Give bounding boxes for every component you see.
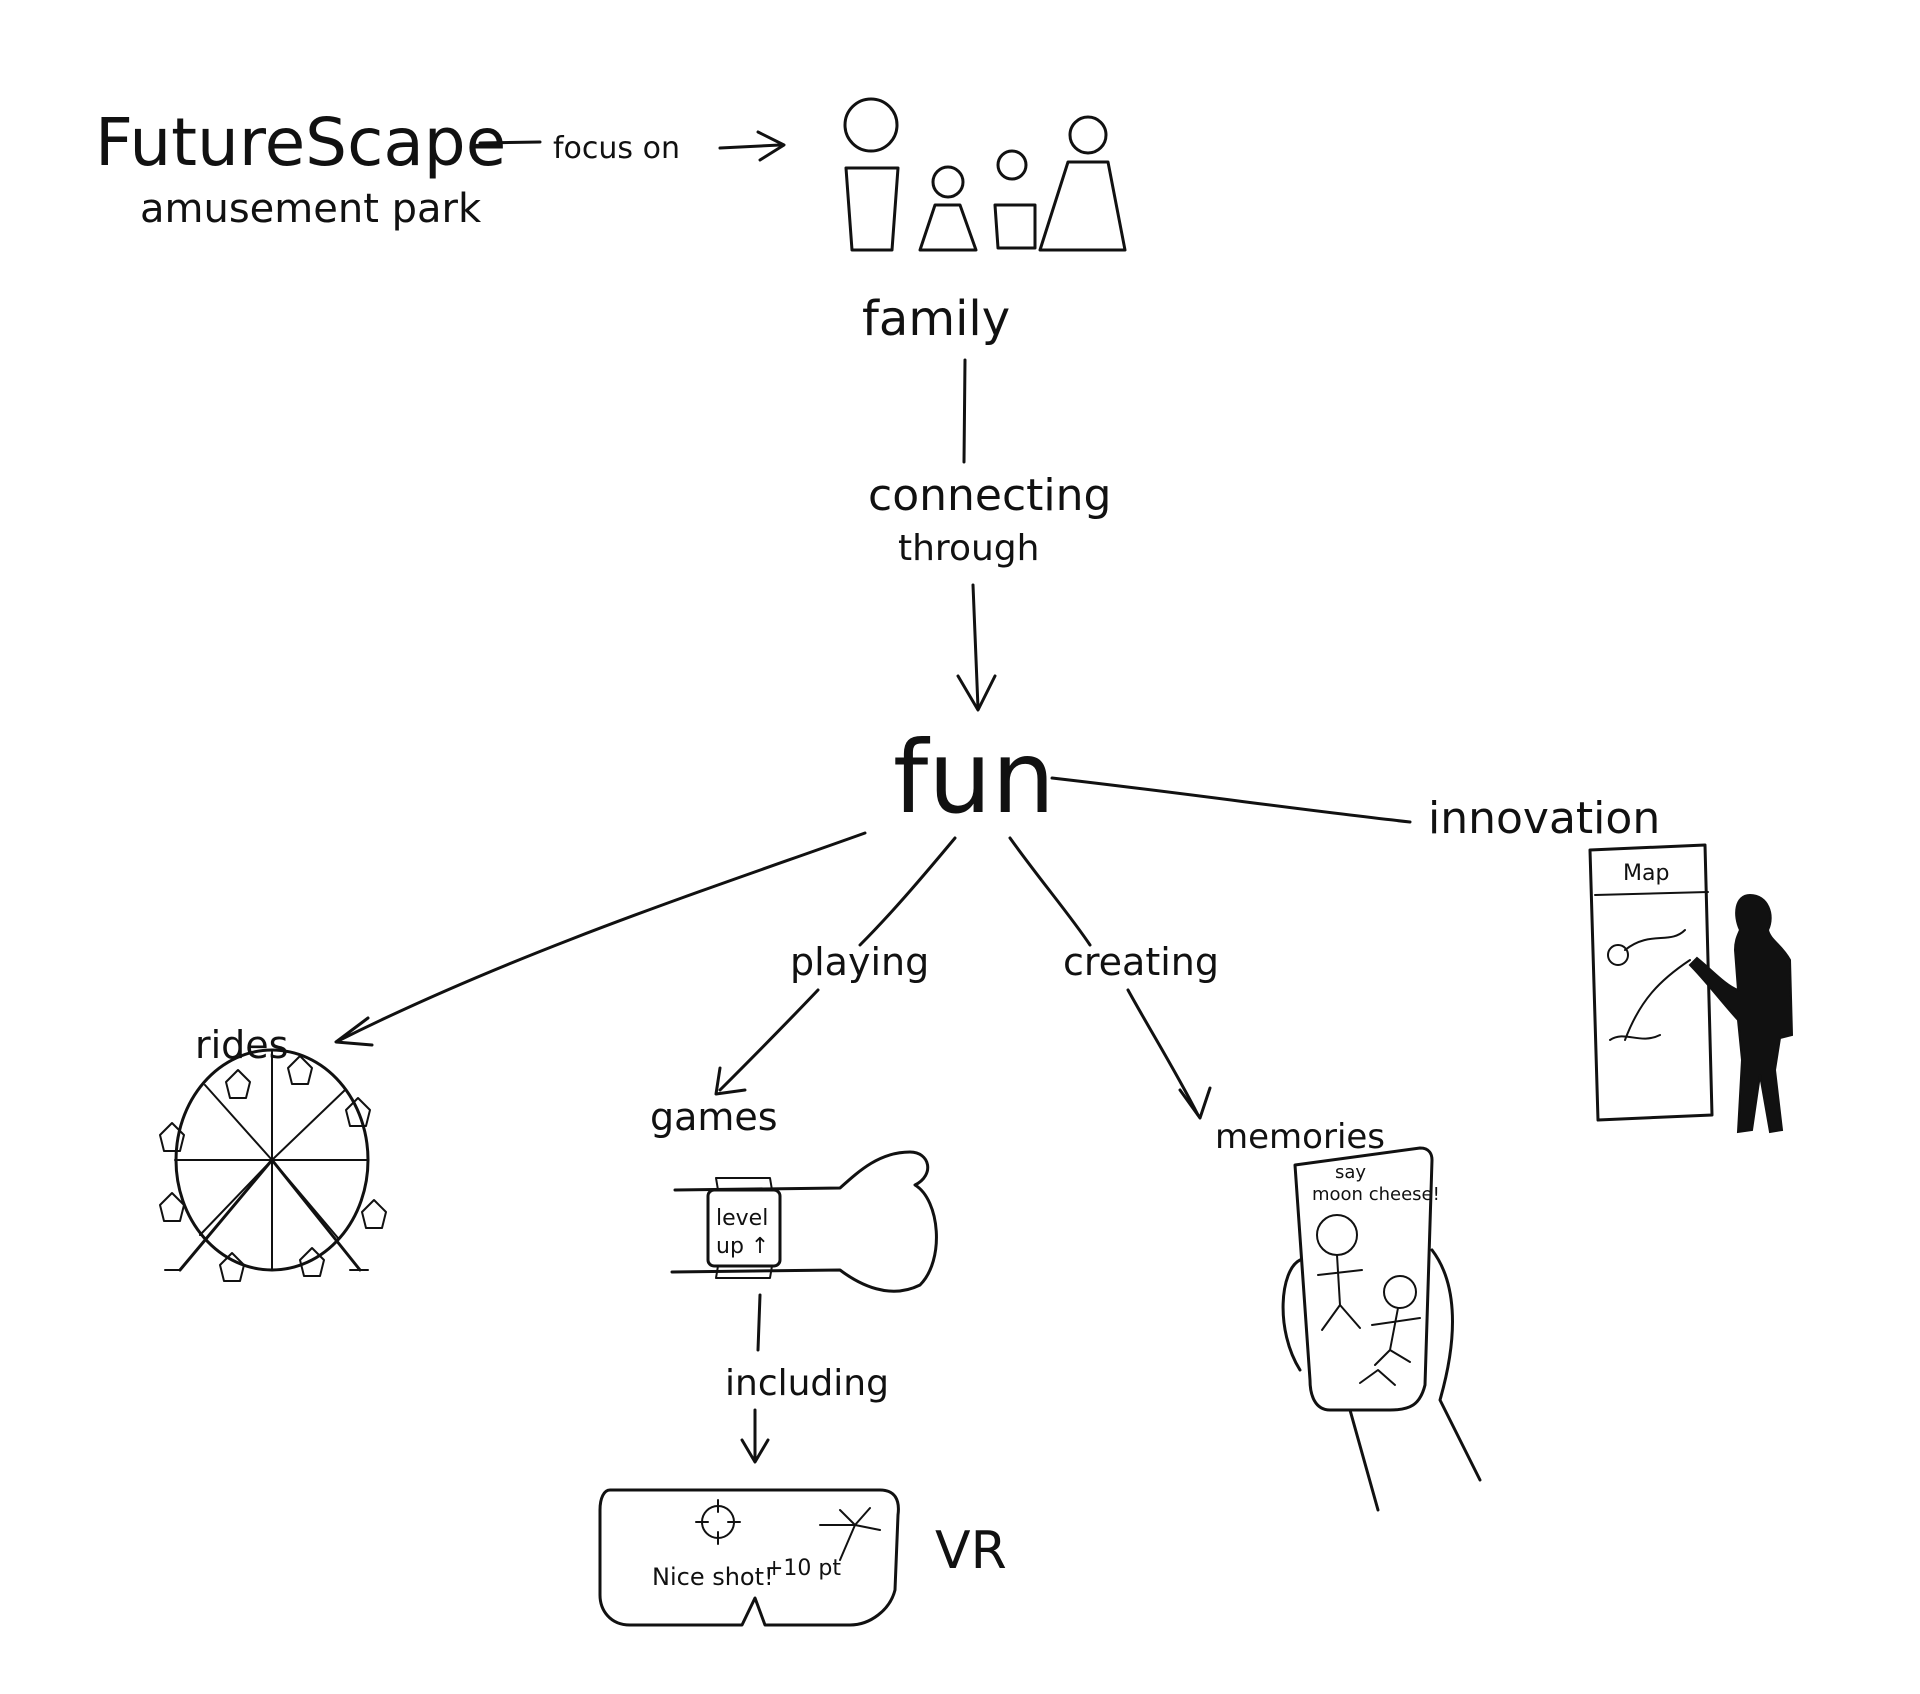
focus-on-line-left <box>478 140 542 145</box>
edge-creating-to-memories <box>1126 988 1212 1120</box>
watch-screen-line-1: level <box>716 1206 768 1231</box>
edge-fun-to-creating <box>1008 836 1092 947</box>
edge-fun-to-rides <box>334 831 867 1047</box>
map-kiosk-with-person-icon: Map <box>1588 843 1794 1134</box>
edge-fun-to-playing <box>858 836 957 947</box>
watch-screen-line-2: up ↑ <box>716 1234 769 1259</box>
edge-through-to-fun <box>956 583 997 712</box>
focus-on-line-right <box>718 143 782 150</box>
kiosk-person-silhouette <box>1688 893 1794 1134</box>
edge-fun-to-innovation <box>1050 776 1412 824</box>
through-label: through <box>898 528 1039 569</box>
connecting-label: connecting <box>868 470 1111 521</box>
edge-family-to-connecting <box>962 358 967 464</box>
playing-label: playing <box>790 940 929 984</box>
phone-caption-line-1: say <box>1335 1162 1366 1183</box>
rides-label: rides <box>195 1023 288 1067</box>
vr-label: VR <box>935 1521 1007 1581</box>
focus-on-arrowhead <box>756 130 786 162</box>
games-label: games <box>650 1095 778 1139</box>
title-line-2: amusement park <box>140 186 482 232</box>
vr-headset-icon: Nice shot! +10 pt <box>598 1488 900 1627</box>
vr-message: Nice shot! <box>652 1563 774 1591</box>
vr-points: +10 pt <box>765 1556 841 1581</box>
edge-focus-on: focus on <box>478 130 786 166</box>
innovation-label: innovation <box>1428 793 1660 844</box>
family-label: family <box>862 291 1010 347</box>
title: FutureScape amusement park <box>95 104 506 232</box>
edge-games-to-including <box>756 1293 762 1352</box>
creating-label: creating <box>1063 940 1219 984</box>
including-label: including <box>725 1363 889 1404</box>
focus-on-label: focus on <box>553 131 680 166</box>
smartwatch-on-wrist-icon: level up ↑ <box>670 1150 938 1293</box>
ferris-wheel-icon <box>159 1048 387 1282</box>
memories-label: memories <box>1215 1117 1385 1157</box>
kiosk-label: Map <box>1623 861 1669 886</box>
edge-including-to-vr <box>740 1408 770 1464</box>
title-line-1: FutureScape <box>95 104 506 181</box>
phone-in-hand-icon: say moon cheese! <box>1281 1146 1482 1512</box>
family-figures-icon <box>843 97 1127 252</box>
edge-playing-to-games <box>714 988 820 1096</box>
phone-caption-line-2: moon cheese! <box>1312 1184 1440 1205</box>
fun-label: fun <box>893 719 1055 836</box>
